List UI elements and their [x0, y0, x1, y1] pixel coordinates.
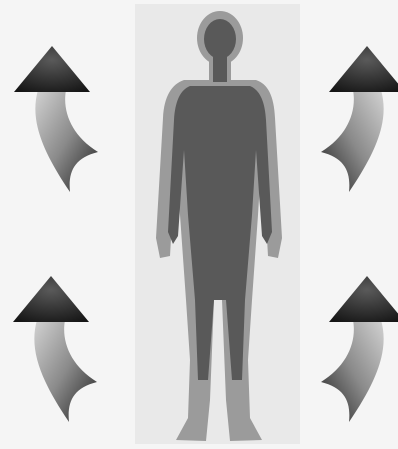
diagram-svg: [0, 0, 398, 449]
diagram-canvas: [0, 0, 398, 449]
